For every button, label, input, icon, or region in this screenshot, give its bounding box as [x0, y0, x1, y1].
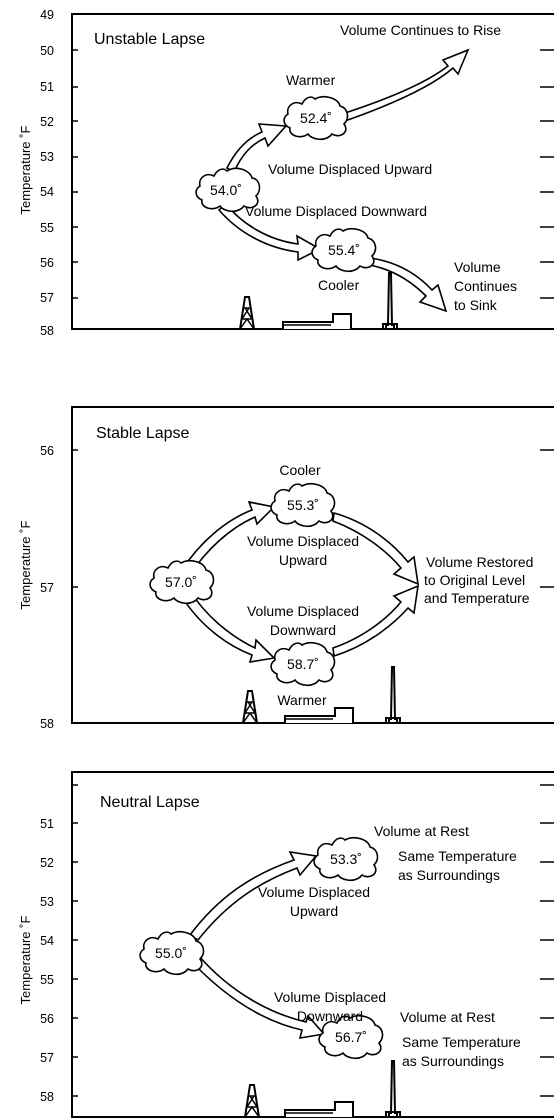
tick-label: 53 — [40, 150, 54, 164]
tick-label: 49 — [40, 8, 54, 22]
y-axis-title: Temperature ˚F — [18, 126, 33, 215]
label-displaced-up: Volume Displaced — [247, 533, 359, 549]
panel-title: Unstable Lapse — [94, 31, 205, 48]
label-same-temperature-lower: Same Temperature — [402, 1034, 521, 1050]
tick-label: 52 — [40, 856, 54, 870]
label-warmer: Warmer — [277, 692, 327, 708]
label-rise: Volume Continues to Rise — [340, 22, 501, 38]
tick-label: 51 — [40, 817, 54, 831]
y-axis-title: Temperature ˚F — [18, 521, 33, 610]
label-same-temperature-upper: as Surroundings — [398, 867, 500, 883]
label-displaced-down: Downward — [270, 622, 336, 638]
cloud-temperature: 57.0˚ — [165, 574, 197, 590]
tick-label: 54 — [40, 934, 54, 948]
tick-label: 58 — [40, 324, 54, 338]
y-axis-title: Temperature ˚F — [18, 916, 33, 1005]
cloud-temperature: 52.4˚ — [300, 110, 332, 126]
label-restored: to Original Level — [424, 572, 525, 588]
building-icon — [285, 708, 353, 723]
smokestack-icon — [383, 273, 397, 329]
label-displaced-up: Upward — [279, 552, 327, 568]
label-cooler: Cooler — [279, 462, 321, 478]
tick-label: 51 — [40, 80, 54, 94]
label-sink: Continues — [454, 278, 517, 294]
cloud-temperature: 56.7˚ — [335, 1029, 367, 1045]
label-displaced-down: Volume Displaced — [247, 603, 359, 619]
tick-label: 57 — [40, 1051, 54, 1065]
label-restored: Volume Restored — [426, 554, 533, 570]
tick-label: 50 — [40, 44, 54, 58]
label-warmer: Warmer — [286, 72, 336, 88]
arrow-return-up — [333, 586, 418, 656]
cloud-temperature: 55.3˚ — [287, 497, 319, 513]
tick-label: 58 — [40, 1090, 54, 1104]
panel-title: Neutral Lapse — [100, 794, 200, 811]
smokestack-icon — [386, 667, 400, 723]
cloud-temperature: 54.0˚ — [210, 182, 242, 198]
cloud-temperature: 55.4˚ — [328, 242, 360, 258]
tick-label: 58 — [40, 717, 54, 731]
tick-label: 56 — [40, 1012, 54, 1026]
building-icon — [285, 1102, 353, 1117]
label-displaced-up: Volume Displaced Upward — [268, 161, 432, 177]
tick-label: 57 — [40, 581, 54, 595]
tower-icon — [240, 297, 254, 329]
panel-stable: 56 57 58 Temperature ˚F Stable Lapse 57.… — [18, 407, 554, 731]
building-icon — [283, 314, 351, 329]
label-displaced-up: Volume Displaced — [258, 884, 370, 900]
smokestack-icon — [386, 1061, 400, 1117]
label-displaced-up: Upward — [290, 903, 338, 919]
tick-label: 52 — [40, 115, 54, 129]
label-restored: and Temperature — [424, 590, 530, 606]
tick-label: 53 — [40, 895, 54, 909]
tower-icon — [243, 691, 257, 723]
label-same-temperature-lower: as Surroundings — [402, 1053, 504, 1069]
label-rest-upper: Volume at Rest — [374, 823, 469, 839]
tick-label: 57 — [40, 291, 54, 305]
label-displaced-down: Downward — [297, 1008, 363, 1024]
tick-label: 54 — [40, 185, 54, 199]
tick-label: 55 — [40, 221, 54, 235]
tick-label: 56 — [40, 256, 54, 270]
cloud-temperature: 53.3˚ — [330, 851, 362, 867]
panel-neutral: 51 52 53 54 55 56 57 58 Temperature ˚F N… — [18, 772, 554, 1117]
panel-title: Stable Lapse — [96, 425, 190, 442]
arrow-rise — [342, 50, 468, 122]
label-sink: Volume — [454, 259, 501, 275]
panel-unstable: 49 50 51 52 53 54 55 56 57 58 Temperatur… — [18, 8, 554, 338]
label-cooler: Cooler — [318, 277, 360, 293]
label-rest-lower: Volume at Rest — [400, 1009, 495, 1025]
label-displaced-down: Volume Displaced — [274, 989, 386, 1005]
tower-icon — [245, 1085, 259, 1117]
arrow-sink — [370, 258, 446, 311]
label-same-temperature-upper: Same Temperature — [398, 848, 517, 864]
tick-label: 55 — [40, 973, 54, 987]
label-displaced-down: Volume Displaced Downward — [245, 203, 427, 219]
tick-label: 56 — [40, 444, 54, 458]
label-sink: to Sink — [454, 297, 498, 313]
cloud-temperature: 58.7˚ — [287, 656, 319, 672]
arrow-down — [182, 591, 274, 662]
cloud-temperature: 55.0˚ — [155, 945, 187, 961]
